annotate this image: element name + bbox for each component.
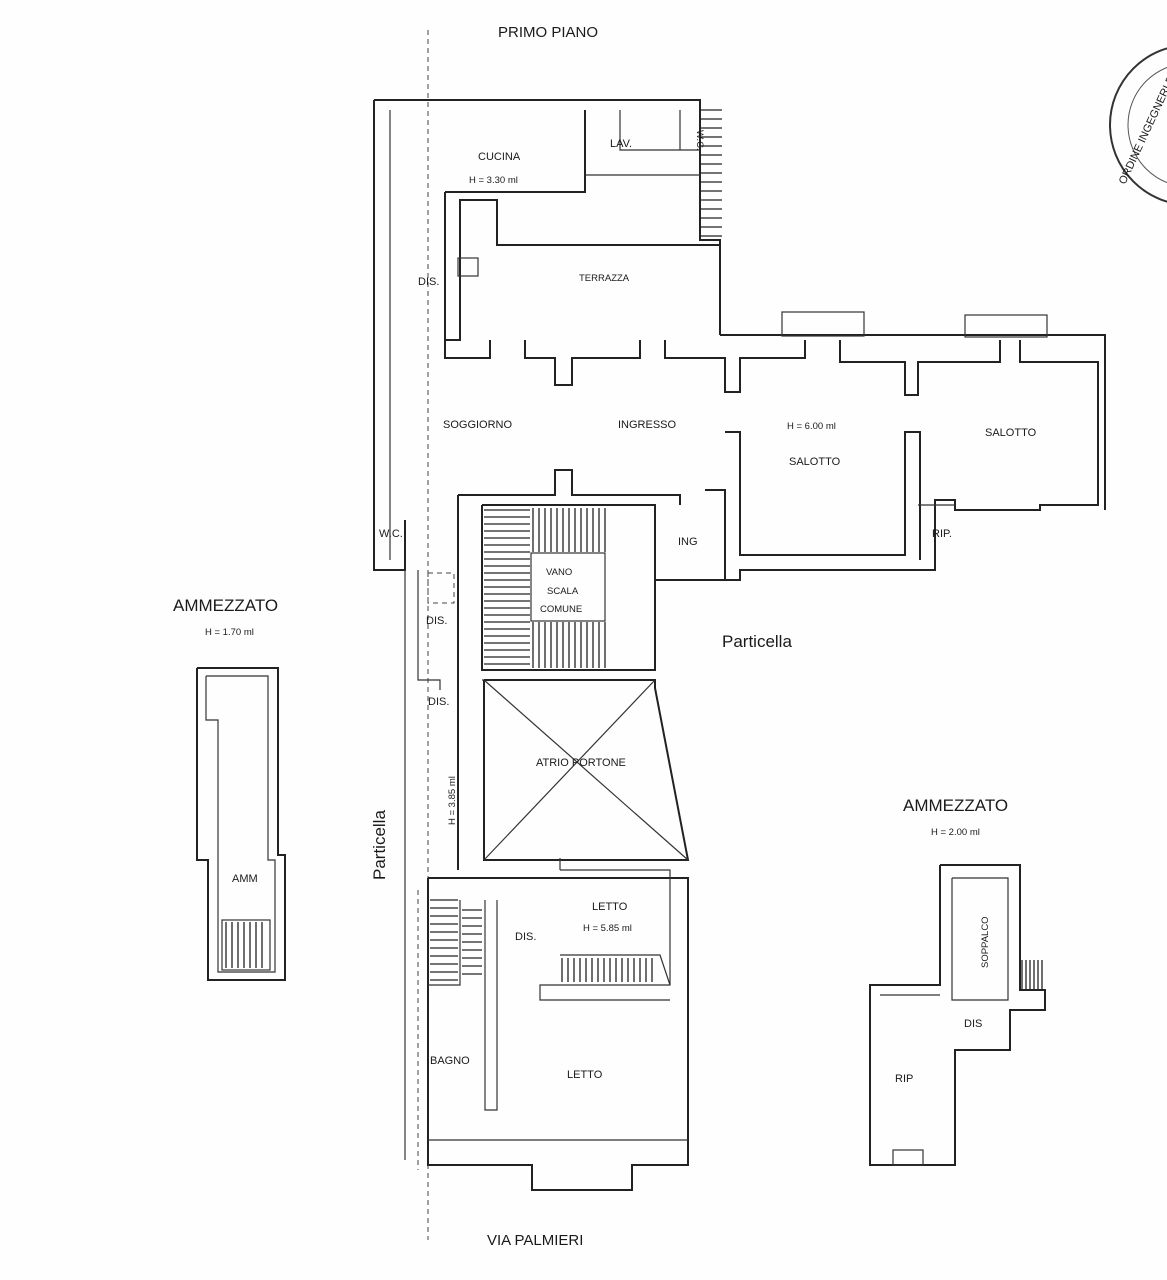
room-salotto-center: SALOTTO bbox=[789, 456, 841, 468]
letto-top-height: H = 5.85 ml bbox=[583, 923, 632, 934]
room-salotto-right: SALOTTO bbox=[985, 427, 1037, 439]
particella-left-label: Particella bbox=[370, 810, 389, 880]
room-terrazza: TERRAZZA bbox=[579, 273, 630, 284]
room-soppalco: SOPPALCO bbox=[980, 916, 991, 968]
street-label: VIA PALMIERI bbox=[487, 1232, 583, 1249]
cucina-height: H = 3.30 ml bbox=[469, 175, 518, 186]
ammezzato-left-title: AMMEZZATO bbox=[173, 596, 278, 615]
room-rip-right: RIP. bbox=[932, 528, 952, 540]
room-letto-bottom: LETTO bbox=[567, 1069, 603, 1081]
seal-text: ORDINE INGEGNERI PROV. Dott. Ing. bbox=[1117, 8, 1167, 187]
room-soggiorno: SOGGIORNO bbox=[443, 419, 513, 431]
common-stairwell bbox=[457, 469, 681, 870]
ammezzato-left-room: AMM bbox=[232, 873, 258, 885]
room-dis-right: DIS bbox=[964, 1018, 982, 1030]
vano-label-1: VANO bbox=[546, 567, 572, 578]
room-wc-left: W.C. bbox=[379, 528, 403, 540]
service-stair bbox=[700, 109, 722, 237]
corridor-walls bbox=[373, 520, 455, 1160]
room-ing: ING bbox=[678, 536, 698, 548]
room-dis-mid-1: DIS. bbox=[426, 615, 447, 627]
room-dis-top: DIS. bbox=[418, 276, 439, 288]
ammezzato-right-title: AMMEZZATO bbox=[903, 796, 1008, 815]
ammezzato-left-plan bbox=[196, 667, 286, 981]
bedroom-block bbox=[427, 858, 689, 1191]
room-bagno: BAGNO bbox=[430, 1055, 470, 1067]
ammezzato-right-height: H = 2.00 ml bbox=[931, 827, 980, 838]
room-atrio: ATRIO PORTONE bbox=[536, 757, 626, 769]
room-dis-mid-2: DIS. bbox=[428, 696, 449, 708]
particella-right-label: Particella bbox=[722, 632, 792, 651]
room-dis-low: DIS. bbox=[515, 931, 536, 943]
room-lav: LAV. bbox=[610, 138, 632, 150]
floor-title: PRIMO PIANO bbox=[498, 24, 598, 41]
room-ingresso: INGRESSO bbox=[618, 419, 677, 431]
atrio-portone bbox=[483, 679, 690, 861]
room-cucina: CUCINA bbox=[478, 151, 521, 163]
room-rip-bottom: RIP bbox=[895, 1073, 913, 1085]
kitchen-block bbox=[373, 99, 721, 570]
room-wc-top: W.C. bbox=[694, 130, 705, 151]
atrio-height: H = 3.85 ml bbox=[447, 776, 458, 825]
vano-label-2: SCALA bbox=[547, 586, 579, 597]
living-block bbox=[444, 311, 1106, 581]
vano-label-3: COMUNE bbox=[540, 604, 582, 615]
room-letto-top: LETTO bbox=[592, 901, 628, 913]
ammezzato-right-plan bbox=[869, 864, 1046, 1166]
ammezzato-left-height: H = 1.70 ml bbox=[205, 627, 254, 638]
salotto-height: H = 6.00 ml bbox=[787, 421, 836, 432]
engineer-seal: ORDINE INGEGNERI PROV. Dott. Ing. bbox=[1109, 8, 1167, 203]
